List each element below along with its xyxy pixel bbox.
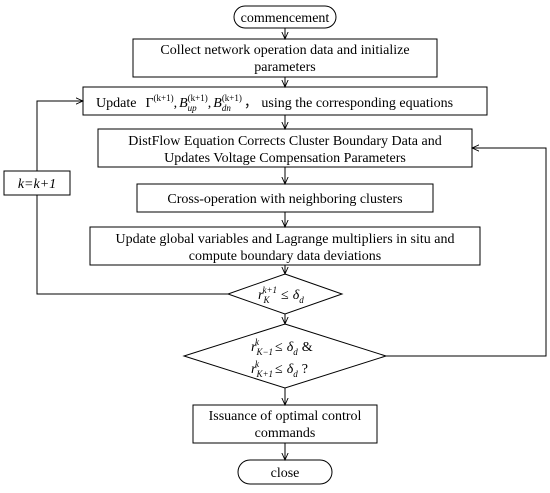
residual-decision-diamond: rKk+1≤δd [226, 273, 344, 315]
loop-decision1-to-update [36, 195, 228, 295]
global-update-box: Update global variables and Lagrange mul… [89, 226, 481, 266]
residual-condition: rKk+1≤δd [258, 285, 304, 305]
start-terminator: commencement [233, 5, 337, 29]
cross-operation-label: Cross-operation with neighboring cluster… [167, 192, 402, 207]
distflow-line-2: Updates Voltage Compensation Parameters [164, 151, 406, 166]
end-label: close [271, 466, 300, 481]
issuance-line-1: Issuance of optimal control [209, 409, 362, 424]
end-terminator: close [237, 459, 333, 485]
distflow-box: DistFlow Equation Corrects Cluster Bound… [97, 128, 473, 168]
iteration-counter-label: k=k+1 [18, 177, 56, 192]
neighbor-condition-1: rK−1k≤δd& [251, 337, 313, 357]
loop-decision2-to-distflow [386, 148, 547, 357]
collect-line-1: Collect network operation data and initi… [160, 43, 409, 58]
distflow-line-1: DistFlow Equation Corrects Cluster Bound… [128, 134, 441, 149]
cross-operation-box: Cross-operation with neighboring cluster… [136, 183, 434, 213]
neighbor-condition-2: rK+1k≤δd? [251, 359, 308, 379]
collect-data-box: Collect network operation data and initi… [132, 38, 438, 78]
issuance-box: Issuance of optimal control commands [192, 404, 378, 444]
collect-line-2: parameters [254, 60, 315, 75]
start-label: commencement [241, 11, 330, 26]
global-line-1: Update global variables and Lagrange mul… [115, 232, 454, 247]
neighbor-residual-decision-diamond: rK−1k≤δd& rK+1k≤δd? [182, 323, 388, 389]
iteration-counter-box: k=k+1 [3, 170, 71, 196]
global-line-2: compute boundary data deviations [189, 249, 381, 264]
loop-counter-to-update [36, 101, 83, 171]
issuance-line-2: commands [255, 426, 316, 441]
